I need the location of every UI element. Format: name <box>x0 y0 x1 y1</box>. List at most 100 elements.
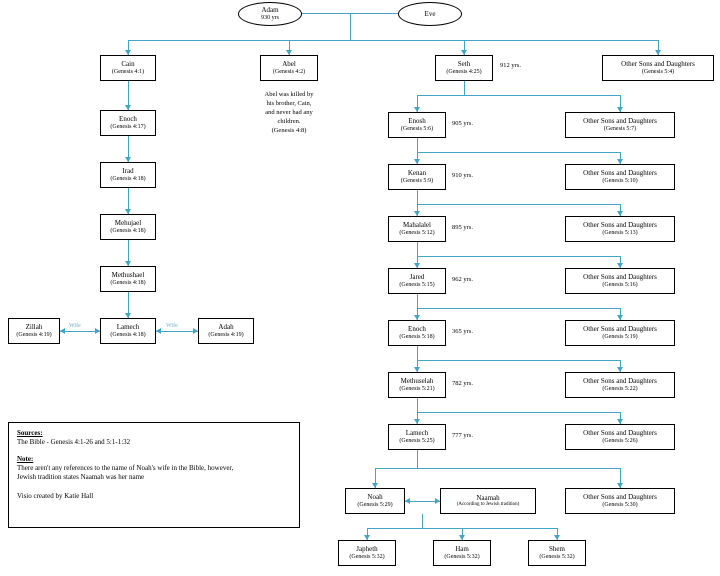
arrowhead-icon <box>193 328 198 334</box>
note-heading: Note: <box>17 455 34 463</box>
node-seth: Seth(Genesis 4:25) <box>435 55 493 81</box>
arrowhead-icon <box>414 263 420 268</box>
arrowhead-icon <box>125 105 131 110</box>
node-name-label: Adam <box>261 5 279 14</box>
node-reference-label: (Genesis 5:13) <box>602 230 638 236</box>
node-reference-label: (Genesis 5:26) <box>602 438 638 444</box>
node-name-label: Lamech <box>405 428 429 437</box>
connector-line <box>156 331 198 332</box>
arrowhead-icon <box>414 315 420 320</box>
node-reference-label: (Genesis 4:18) <box>110 332 146 338</box>
node-reference-label: (Genesis 4:18) <box>110 280 146 286</box>
node-name-label: Other Sons and Daughters <box>583 220 657 229</box>
node-name-label: Enosh <box>408 116 426 125</box>
abel-note-line: children. <box>277 118 301 125</box>
arrowhead-icon <box>286 50 292 55</box>
connector-line <box>128 40 659 41</box>
node-enoch-cain-line: Enoch(Genesis 4:17) <box>100 110 156 136</box>
node-other-sons-6: Other Sons and Daughters(Genesis 5:22) <box>565 372 675 398</box>
node-reference-label: (Genesis 5:15) <box>399 282 435 288</box>
node-name-label: Noah <box>367 492 383 501</box>
arrowhead-icon <box>459 535 465 540</box>
connector-line <box>405 501 440 502</box>
node-reference-label: (Genesis 5:32) <box>444 554 480 560</box>
arrowhead-icon <box>414 419 420 424</box>
connector-line <box>620 308 621 320</box>
node-reference-label: (Genesis 5:18) <box>399 334 435 340</box>
connector-line <box>417 256 621 257</box>
node-shem: Shem(Genesis 5:32) <box>528 540 586 566</box>
connector-line <box>289 40 290 55</box>
node-name-label: Irad <box>122 166 134 175</box>
connector-line <box>557 528 558 540</box>
years-label: 912 yrs. <box>500 62 521 69</box>
node-methushael: Methushael(Genesis 4:18) <box>100 266 156 292</box>
node-name-label: Other Sons and Daughters <box>583 428 657 437</box>
note-text-line: Jewish tradition states Naamah was her n… <box>17 473 145 481</box>
connector-line <box>60 331 100 332</box>
note-text-line: There aren't any references to the name … <box>17 464 234 472</box>
arrowhead-icon <box>125 157 131 162</box>
node-reference-label: (Genesis 4:19) <box>208 332 244 338</box>
abel-note-line: and never had any <box>265 109 313 116</box>
sources-heading: Sources: <box>17 429 43 437</box>
node-methuselah: Methuselah(Genesis 5:21) <box>388 372 446 398</box>
connector-line <box>417 190 418 204</box>
node-reference-label: (Genesis 5:10) <box>602 178 638 184</box>
connector-line <box>620 95 621 112</box>
node-other-sons-7: Other Sons and Daughters(Genesis 5:26) <box>565 424 675 450</box>
node-name-label: Other Sons and Daughters <box>583 168 657 177</box>
node-mahalalel: Mahalalel(Genesis 5:12) <box>388 216 446 242</box>
arrowhead-icon <box>405 498 410 504</box>
years-label: 777 yrs. <box>452 432 473 439</box>
connector-line <box>417 398 418 412</box>
node-jared: Jared(Genesis 5:15) <box>388 268 446 294</box>
connector-line <box>375 468 376 488</box>
connector-line <box>417 308 418 320</box>
connector-line <box>128 292 129 318</box>
node-name-label: Other Sons and Daughters <box>621 59 695 68</box>
node-name-label: Other Sons and Daughters <box>583 324 657 333</box>
node-cain: Cain(Genesis 4:1) <box>100 55 156 81</box>
connector-line <box>417 256 418 268</box>
connector-line <box>417 95 621 96</box>
node-name-label: Japheth <box>356 544 378 553</box>
arrowhead-icon <box>617 159 623 164</box>
node-ham: Ham(Genesis 5:32) <box>433 540 491 566</box>
notes-box: Sources: The Bible - Genesis 4:1-26 and … <box>8 422 300 528</box>
connector-line <box>417 360 418 372</box>
node-reference-label: (Genesis 5:21) <box>399 386 435 392</box>
node-mehujael: Mehujael(Genesis 4:18) <box>100 214 156 240</box>
abel-note-line: (Genesis 4:8) <box>271 127 307 134</box>
arrowhead-icon <box>414 367 420 372</box>
node-reference-label: (Genesis 5:7) <box>603 126 637 132</box>
connector-line <box>417 412 621 413</box>
node-reference-label: (Genesis 5:29) <box>357 502 393 508</box>
years-label: 895 yrs. <box>452 224 473 231</box>
node-other-sons-2: Other Sons and Daughters(Genesis 5:10) <box>565 164 675 190</box>
credit-text: Visio created by Katie Hall <box>17 492 94 500</box>
node-name-label: Lamech <box>116 322 140 331</box>
connector-line <box>417 95 418 112</box>
node-name-label: Abel <box>282 59 296 68</box>
arrowhead-icon <box>414 211 420 216</box>
node-reference-label: (Genesis 5:19) <box>602 334 638 340</box>
connector-line <box>128 136 129 162</box>
node-name-label: Zillah <box>25 322 43 331</box>
connector-line <box>128 188 129 214</box>
node-reference-label: (Genesis 4:19) <box>16 332 52 338</box>
wife-label: Wife <box>69 323 81 329</box>
connector-line <box>417 138 418 152</box>
node-name-label: Enoch <box>408 324 426 333</box>
node-lamech-seth-line: Lamech(Genesis 5:25) <box>388 424 446 450</box>
node-name-label: Adah <box>218 322 234 331</box>
arrowhead-icon <box>414 107 420 112</box>
connector-line <box>350 13 351 40</box>
node-name-label: Shem <box>549 544 565 553</box>
arrowhead-icon <box>435 498 440 504</box>
node-reference-label: (Genesis 4:2) <box>272 69 306 75</box>
arrowhead-icon <box>364 535 370 540</box>
connector-line <box>417 412 418 424</box>
arrowhead-icon <box>372 483 378 488</box>
